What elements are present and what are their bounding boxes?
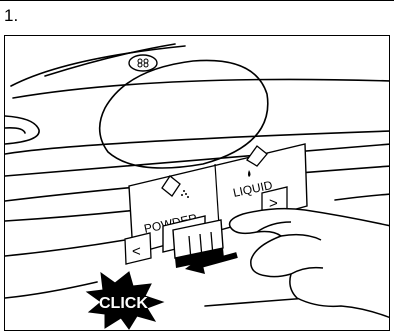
click-label: CLICK bbox=[99, 295, 148, 312]
selector-slide[interactable] bbox=[162, 215, 224, 268]
housing-line bbox=[334, 193, 389, 201]
housing-line bbox=[10, 45, 186, 87]
panel-oval bbox=[5, 127, 26, 134]
flower-icon bbox=[128, 54, 158, 72]
housing-line bbox=[5, 130, 389, 155]
housing-line bbox=[44, 43, 176, 77]
housing-line bbox=[5, 281, 98, 299]
powder-detergent-icon bbox=[161, 175, 189, 198]
housing-line bbox=[5, 239, 126, 257]
step-number: 1. bbox=[4, 6, 19, 25]
left-arrow-glyph: < bbox=[132, 243, 141, 260]
right-arrow-glyph: > bbox=[269, 195, 278, 212]
left-arrow-tab bbox=[124, 232, 152, 265]
hand-illustration bbox=[228, 207, 389, 319]
push-left-arrow bbox=[185, 252, 238, 274]
liquid-detergent-icon bbox=[246, 145, 268, 177]
drawer-illustration: POWDER LIQUID > < bbox=[5, 43, 389, 330]
click-burst: CLICK bbox=[85, 271, 165, 330]
housing-line bbox=[5, 143, 389, 177]
dispenser-lid bbox=[98, 59, 269, 169]
housing-line bbox=[12, 78, 389, 99]
illustration-frame: POWDER LIQUID > < bbox=[4, 35, 390, 331]
panel-oval bbox=[5, 115, 40, 145]
step-header: 1. bbox=[0, 0, 394, 29]
